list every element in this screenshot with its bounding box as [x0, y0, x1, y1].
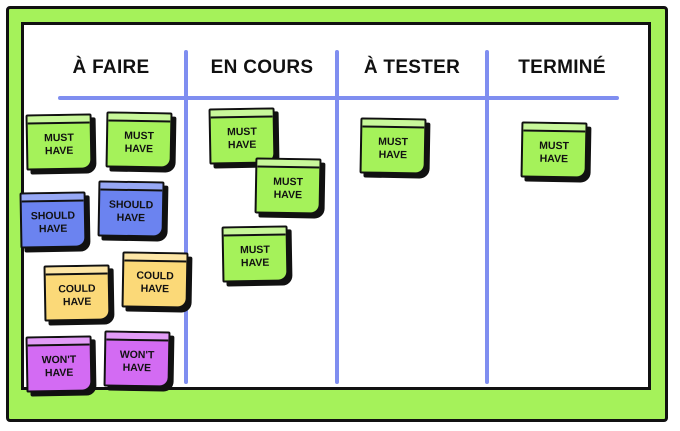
sticky-note-must-have[interactable]: MUST HAVE [221, 225, 293, 287]
note-body: MUST HAVE [221, 225, 289, 283]
note-tape [223, 227, 286, 237]
note-body: COULD HAVE [43, 264, 111, 322]
note-body: SHOULD HAVE [19, 191, 87, 249]
note-tape [124, 253, 187, 263]
note-tape [362, 119, 425, 129]
column-header-a-tester: À TESTER [363, 57, 461, 78]
sticky-note-wont-have[interactable]: WON'T HAVE [25, 335, 97, 397]
note-tape [108, 113, 171, 123]
note-body: MUST HAVE [25, 113, 93, 171]
column-header-en-cours: EN COURS [210, 57, 314, 78]
note-label: MUST HAVE [226, 125, 257, 152]
sticky-note-should-have[interactable]: SHOULD HAVE [97, 180, 169, 242]
note-label: MUST HAVE [239, 243, 270, 270]
note-body: MUST HAVE [208, 107, 276, 165]
note-body: MUST HAVE [254, 157, 322, 215]
note-body: SHOULD HAVE [97, 180, 165, 238]
note-body: COULD HAVE [121, 251, 189, 309]
column-divider [335, 50, 339, 384]
note-body: MUST HAVE [105, 111, 173, 169]
column-header-termine: TERMINÉ [518, 57, 606, 78]
note-tape [45, 266, 108, 276]
note-body: MUST HAVE [359, 117, 427, 175]
column-divider [485, 50, 489, 384]
note-label: MUST HAVE [539, 139, 570, 166]
note-tape [257, 159, 320, 169]
sticky-note-must-have[interactable]: MUST HAVE [520, 121, 592, 183]
sticky-note-must-have[interactable]: MUST HAVE [25, 113, 97, 175]
sticky-note-could-have[interactable]: COULD HAVE [121, 251, 193, 313]
note-label: MUST HAVE [124, 129, 155, 156]
note-tape [21, 193, 84, 203]
note-body: WON'T HAVE [103, 330, 171, 388]
note-tape [210, 109, 273, 119]
sticky-note-wont-have[interactable]: WON'T HAVE [103, 330, 175, 392]
column-header-a-faire: À FAIRE [72, 57, 150, 78]
note-tape [27, 115, 90, 125]
note-tape [523, 123, 586, 133]
column-divider [184, 50, 188, 384]
sticky-note-must-have[interactable]: MUST HAVE [105, 111, 177, 173]
sticky-note-must-have[interactable]: MUST HAVE [208, 107, 280, 169]
note-tape [27, 337, 90, 347]
note-label: WON'T HAVE [41, 353, 77, 380]
note-label: COULD HAVE [58, 282, 96, 309]
note-label: MUST HAVE [43, 131, 74, 158]
sticky-note-could-have[interactable]: COULD HAVE [43, 264, 115, 326]
note-label: WON'T HAVE [119, 348, 155, 375]
note-body: WON'T HAVE [25, 335, 93, 393]
note-label: COULD HAVE [136, 269, 174, 296]
sticky-note-must-have[interactable]: MUST HAVE [359, 117, 431, 179]
sticky-note-must-have[interactable]: MUST HAVE [254, 157, 326, 219]
sticky-note-should-have[interactable]: SHOULD HAVE [19, 191, 91, 253]
note-label: MUST HAVE [378, 135, 409, 162]
note-tape [100, 182, 163, 192]
note-label: SHOULD HAVE [108, 198, 154, 225]
note-label: MUST HAVE [273, 175, 304, 202]
note-body: MUST HAVE [520, 121, 588, 179]
note-tape [106, 332, 169, 342]
note-label: SHOULD HAVE [30, 209, 76, 236]
